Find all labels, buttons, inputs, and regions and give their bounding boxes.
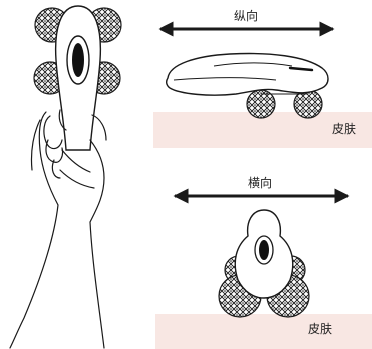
vertical-label: 纵向 bbox=[234, 9, 259, 23]
hand-fingers bbox=[43, 115, 64, 179]
skin-label-top: 皮肤 bbox=[332, 122, 357, 136]
hand-outline bbox=[9, 109, 107, 349]
front-view-device bbox=[218, 209, 310, 318]
hand-holding-device bbox=[9, 5, 122, 349]
device-sensor-hole bbox=[72, 43, 84, 77]
side-device-edge bbox=[173, 62, 293, 81]
horizontal-label: 横向 bbox=[248, 176, 273, 190]
side-device-body bbox=[165, 52, 329, 96]
front-sensor-hole bbox=[259, 240, 269, 260]
skin-band-bottom bbox=[155, 314, 372, 349]
side-view-device bbox=[165, 52, 329, 119]
skin-label-bottom: 皮肤 bbox=[308, 322, 333, 336]
side-device-slot bbox=[288, 66, 314, 72]
